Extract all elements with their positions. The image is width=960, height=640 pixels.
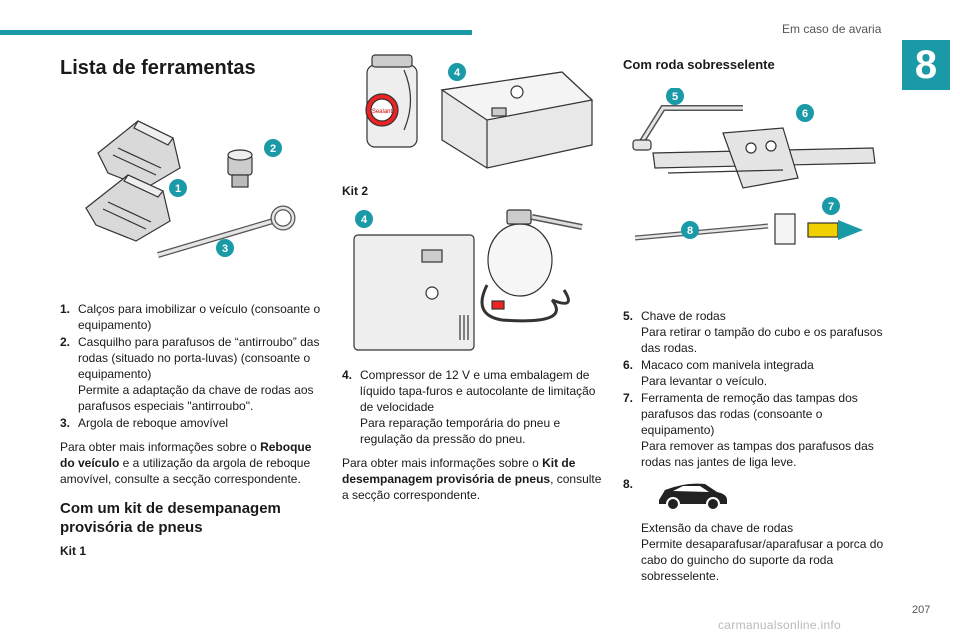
page-title: Lista de ferramentas xyxy=(60,57,256,79)
svg-text:2: 2 xyxy=(270,143,276,155)
svg-text:3: 3 xyxy=(222,243,228,255)
watermark: carmanualsonline.info xyxy=(718,618,842,632)
badge-3: 3 xyxy=(216,239,234,257)
kit-info: Para obter mais informações sobre o Kit … xyxy=(342,456,602,502)
kit-list: 4.Compressor de 12 V e uma embalagem de … xyxy=(342,367,604,447)
column-kit: Sealant 4 Kit 2 4 4.Compressor de 12 V xyxy=(342,50,604,503)
svg-text:Sealant: Sealant xyxy=(372,109,393,115)
header-accent-bar xyxy=(0,30,472,35)
kit1-compressor-illustration: Sealant 4 xyxy=(365,54,594,169)
list-item: 1.Calços para imobilizar o veículo (cons… xyxy=(60,302,321,332)
subsection-title-kit: Com um kit de desempanagem provisória de… xyxy=(60,500,281,536)
badge-4-kit1: 4 xyxy=(448,63,466,81)
column-tools-list: Lista de ferramentas 1 2 3 1.Calços para… xyxy=(60,55,325,559)
tools-list: 1.Calços para imobilizar o veículo (cons… xyxy=(60,301,325,431)
list-item: 3.Argola de reboque amovível xyxy=(60,416,229,430)
wheel-chocks-illustration: 1 2 3 xyxy=(85,120,296,258)
svg-text:4: 4 xyxy=(454,67,461,79)
badge-2: 2 xyxy=(264,139,282,157)
jack-and-wrench-illustration: 5 6 7 8 xyxy=(632,88,876,245)
badge-1: 1 xyxy=(169,179,187,197)
svg-text:1: 1 xyxy=(175,183,181,195)
page-number: 207 xyxy=(912,604,931,616)
badge-4-kit2: 4 xyxy=(355,210,373,228)
badge-5: 5 xyxy=(666,88,684,105)
kit2-compressor-illustration: 4 xyxy=(353,209,583,351)
chapter-badge: 8 xyxy=(902,40,950,90)
list-item: 2.Casquilho para parafusos de “antirroub… xyxy=(60,335,320,413)
column-spare-wheel: Com roda sobresselente 5 6 7 8 5.Chave d… xyxy=(623,55,891,585)
list-item: 7.Ferramenta de remoção das tampas dos p… xyxy=(623,391,874,469)
badge-7: 7 xyxy=(822,197,840,215)
svg-text:4: 4 xyxy=(361,214,368,226)
badge-8: 8 xyxy=(681,221,699,239)
suv-vehicle-icon xyxy=(659,483,727,511)
svg-text:5: 5 xyxy=(672,91,678,103)
svg-text:6: 6 xyxy=(802,108,808,120)
svg-text:8: 8 xyxy=(687,225,693,237)
badge-6: 6 xyxy=(796,104,814,122)
kit1-label: Kit 1 xyxy=(60,544,87,558)
subsection-title-spare: Com roda sobresselente xyxy=(623,57,775,72)
kit2-label: Kit 2 xyxy=(342,184,369,198)
section-title: Em caso de avaria xyxy=(782,22,882,36)
svg-text:7: 7 xyxy=(828,201,834,213)
list-item: 4.Compressor de 12 V e uma embalagem de … xyxy=(342,368,596,446)
towing-info: Para obter mais informações sobre o Rebo… xyxy=(60,440,312,486)
